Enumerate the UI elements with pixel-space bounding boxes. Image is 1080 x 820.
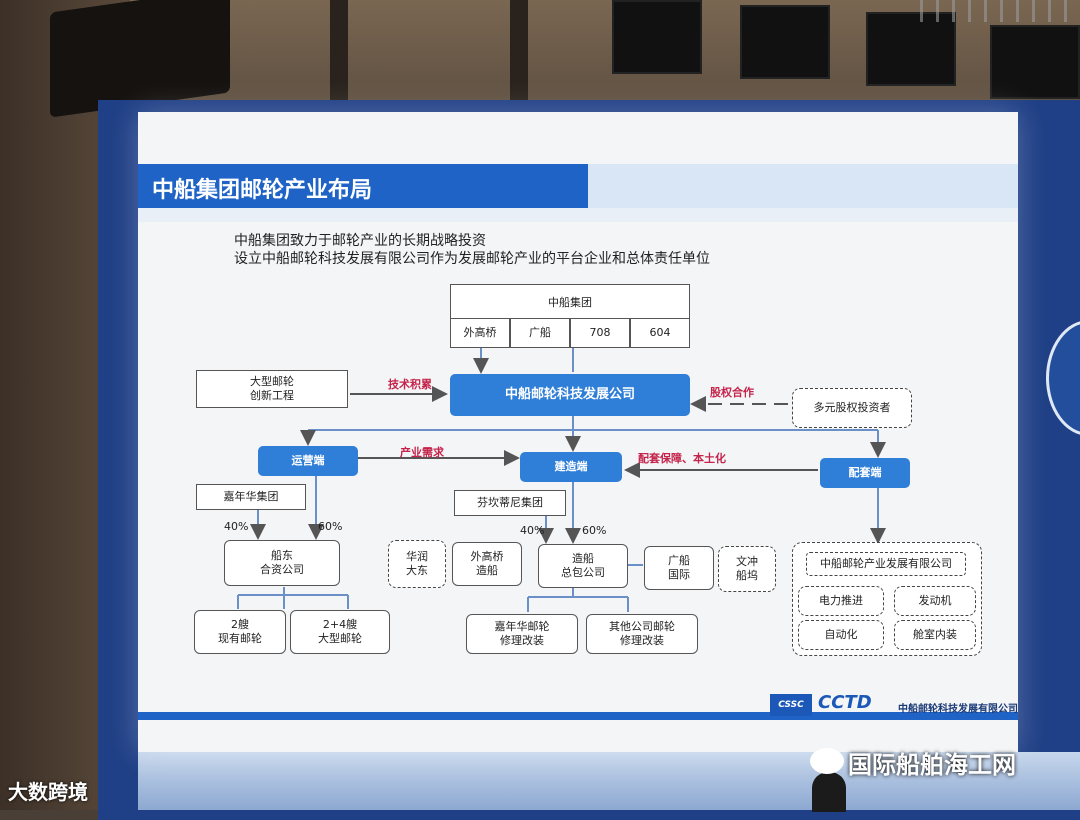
electric-propulsion-box: 电力推进	[798, 586, 884, 616]
stage-light	[990, 25, 1080, 99]
group-member: 708	[570, 318, 630, 348]
presentation-slide: 中船集团邮轮产业布局 中船集团致力于邮轮产业的长期战略投资 设立中船邮轮科技发展…	[138, 112, 1018, 752]
stage-light	[612, 0, 702, 74]
demand-label: 产业需求	[400, 446, 444, 459]
group-member: 604	[630, 318, 690, 348]
support-company-box: 中船邮轮产业发展有限公司	[806, 552, 966, 576]
carnival-group-box: 嘉年华集团	[196, 484, 306, 510]
automation-box: 自动化	[798, 620, 884, 650]
title-banner-underline	[138, 208, 1018, 222]
new-ships-box: 2+4艘 大型邮轮	[290, 610, 390, 654]
stage-light	[740, 5, 830, 79]
engine-box: 发动机	[894, 586, 976, 616]
huarun-dadong-box: 华润 大东	[388, 540, 446, 588]
cssc-logo: CSSC	[770, 694, 812, 716]
pct-60-mid: 60%	[582, 524, 607, 537]
footer-company-name: 中船邮轮科技发展有限公司	[898, 704, 1018, 715]
wenchong-dock-box: 文冲 船坞	[718, 546, 776, 592]
slide-title: 中船集团邮轮产业布局	[152, 178, 373, 203]
watermark-left: 大数跨境	[8, 780, 88, 804]
group-box: 中船集团	[450, 284, 690, 320]
prime-contractor-box: 造船 总包公司	[538, 544, 628, 588]
intro-line-1: 中船集团致力于邮轮产业的长期战略投资	[234, 233, 486, 249]
title-banner-strip	[588, 164, 1018, 208]
cabin-interior-box: 舱室内装	[894, 620, 976, 650]
innovation-project-box: 大型邮轮 创新工程	[196, 370, 348, 408]
platform-company-node: 中船邮轮科技发展公司	[450, 374, 690, 416]
equity-label: 股权合作	[710, 386, 754, 399]
wechat-icon	[810, 748, 844, 774]
watermark-right: 国际船舶海工网	[848, 751, 1016, 779]
stage-light	[866, 12, 956, 86]
pct-40-left: 40%	[224, 520, 249, 533]
pct-60-left: 60%	[318, 520, 343, 533]
title-banner	[138, 164, 588, 208]
construction-node: 建造端	[520, 452, 622, 482]
presenter-silhouette	[812, 772, 846, 812]
pct-40-mid: 40%	[520, 524, 545, 537]
group-member: 广船	[510, 318, 570, 348]
existing-ships-box: 2艘 现有邮轮	[194, 610, 286, 654]
localization-label: 配套保障、本土化	[638, 452, 726, 465]
stage-floor-glow	[138, 752, 1080, 810]
support-node: 配套端	[820, 458, 910, 488]
ceiling-truss	[920, 0, 1080, 22]
intro-line-2: 设立中船邮轮科技发展有限公司作为发展邮轮产业的平台企业和总体责任单位	[234, 251, 710, 267]
connector-lines	[237, 345, 886, 612]
group-member: 外高桥	[450, 318, 510, 348]
fincantieri-box: 芬坎蒂尼集团	[454, 490, 566, 516]
gsi-box: 广船 国际	[644, 546, 714, 590]
footer-bar	[138, 712, 1018, 720]
carnival-repair-box: 嘉年华邮轮 修理改装	[466, 614, 578, 654]
investors-box: 多元股权投资者	[792, 388, 912, 428]
other-repair-box: 其他公司邮轮 修理改装	[586, 614, 698, 654]
tech-label: 技术积累	[388, 378, 432, 391]
cctd-logo: CCTD	[818, 692, 872, 713]
waigaoqiao-shipyard-box: 外高桥 造船	[452, 542, 522, 586]
jv-company-box: 船东 合资公司	[224, 540, 340, 586]
operation-node: 运营端	[258, 446, 358, 476]
